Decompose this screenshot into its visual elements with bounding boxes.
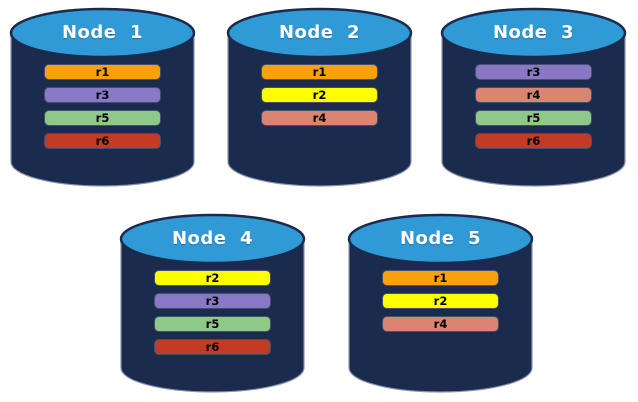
- replica-bar-r1: r1: [383, 271, 498, 285]
- replica-bar-r1: r1: [262, 65, 377, 79]
- node-label: Node 1: [61, 22, 144, 43]
- replica-bar-r6: r6: [45, 134, 160, 148]
- replica-bar-r3: r3: [45, 88, 160, 102]
- replica-list: r2 r3 r5 r6: [155, 271, 270, 363]
- cylinder-top-ellipse: [119, 213, 306, 265]
- replica-bar-r2: r2: [262, 88, 377, 102]
- replica-bar-r4: r4: [476, 88, 591, 102]
- database-node-3: Node 3 r3 r4 r5 r6: [440, 7, 627, 188]
- replica-list: r1 r2 r4: [262, 65, 377, 134]
- replica-bar-r3: r3: [476, 65, 591, 79]
- replica-list: r1 r2 r4: [383, 271, 498, 340]
- database-node-4: Node 4 r2 r3 r5 r6: [119, 213, 306, 394]
- replica-bar-r4: r4: [383, 317, 498, 331]
- cylinder-top-ellipse: [9, 7, 196, 59]
- replica-bar-r2: r2: [383, 294, 498, 308]
- replica-list: r1 r3 r5 r6: [45, 65, 160, 157]
- database-node-2: Node 2 r1 r2 r4: [226, 7, 413, 188]
- cylinder-top-ellipse: [440, 7, 627, 59]
- node-label: Node 3: [492, 22, 575, 43]
- cylinder-top-ellipse: [226, 7, 413, 59]
- replica-bar-r2: r2: [155, 271, 270, 285]
- replica-list: r3 r4 r5 r6: [476, 65, 591, 157]
- replica-bar-r5: r5: [155, 317, 270, 331]
- replica-bar-r1: r1: [45, 65, 160, 79]
- cylinder-top-ellipse: [347, 213, 534, 265]
- replica-bar-r4: r4: [262, 111, 377, 125]
- node-label: Node 5: [399, 228, 482, 249]
- node-label: Node 4: [171, 228, 254, 249]
- database-node-1: Node 1 r1 r3 r5 r6: [9, 7, 196, 188]
- node-label: Node 2: [278, 22, 361, 43]
- replica-bar-r5: r5: [476, 111, 591, 125]
- replica-bar-r6: r6: [476, 134, 591, 148]
- replica-bar-r6: r6: [155, 340, 270, 354]
- replica-bar-r5: r5: [45, 111, 160, 125]
- database-node-5: Node 5 r1 r2 r4: [347, 213, 534, 394]
- replica-bar-r3: r3: [155, 294, 270, 308]
